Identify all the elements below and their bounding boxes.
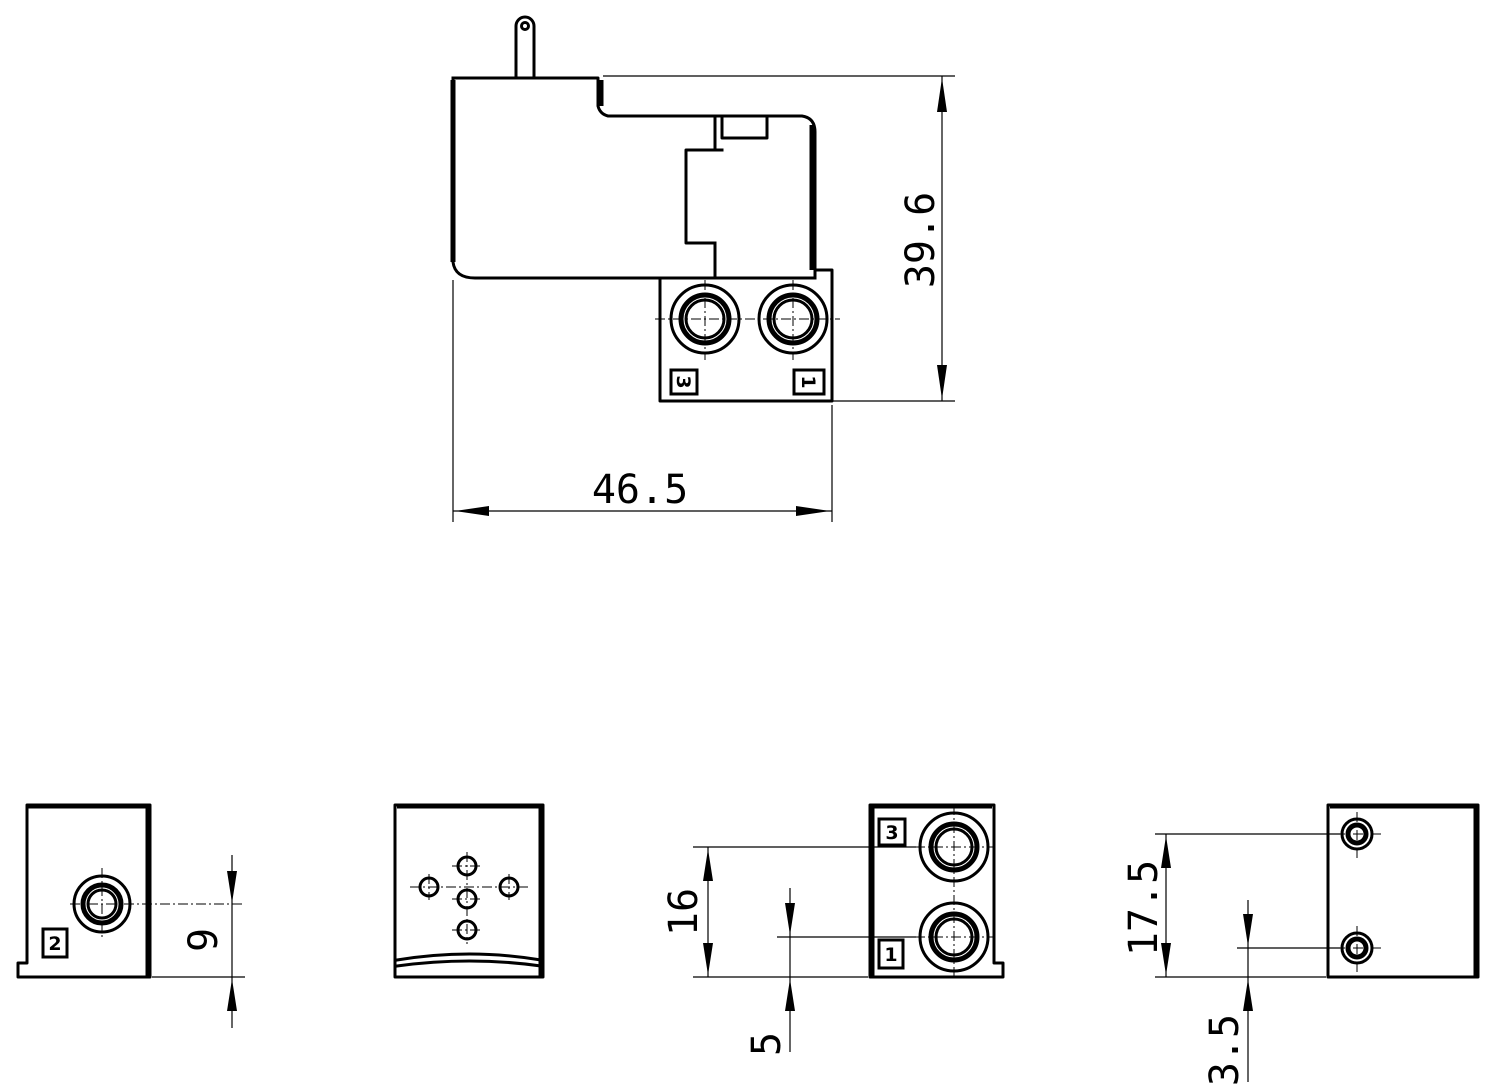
- port-3-label: 3: [669, 368, 699, 396]
- side-view-port-2: 2 9: [16, 803, 245, 1028]
- connector-pin: [514, 15, 536, 78]
- dimension-hole-offset-value: 3.5: [1202, 1014, 1248, 1086]
- dimension-hole-offset: 3.5: [1202, 900, 1340, 1086]
- svg-text:3: 3: [672, 375, 694, 388]
- dimension-port-1-offset-value: 5: [744, 1032, 790, 1056]
- coil-label-block: [720, 114, 769, 140]
- dimension-port-pitch-value: 16: [661, 888, 707, 936]
- dimension-port-2-offset-value: 9: [181, 928, 227, 952]
- dimension-port-pitch: 16: [661, 846, 916, 978]
- side-view-ports-1-3: 3 1 16 5: [661, 803, 1005, 1056]
- svg-text:3: 3: [885, 822, 898, 844]
- valve-base-block: [658, 268, 834, 403]
- dimension-port-1-offset: 5: [744, 888, 916, 1056]
- top-view: 3 1 39.6 46.5: [450, 15, 955, 522]
- dimension-port-2-offset: 9: [152, 855, 245, 1028]
- dimension-height-value: 39.6: [898, 192, 944, 288]
- svg-text:1: 1: [884, 944, 897, 966]
- port-1-label: 1: [792, 368, 826, 396]
- dimension-width-value: 46.5: [592, 467, 688, 513]
- dimension-height: 39.6: [603, 75, 955, 402]
- coil-body-outline: [451, 76, 817, 280]
- bottom-view-mounting: 17.5 3.5: [1121, 803, 1480, 1086]
- dimension-hole-pitch-value: 17.5: [1121, 860, 1167, 956]
- svg-text:1: 1: [797, 375, 819, 388]
- port-3-label-side: 3: [877, 817, 907, 847]
- dimension-width: 46.5: [452, 280, 833, 522]
- port-2-label: 2: [41, 927, 69, 959]
- port-1-label-side: 1: [877, 938, 905, 970]
- svg-text:2: 2: [48, 933, 61, 955]
- end-view-connector: [393, 803, 545, 979]
- dimension-hole-pitch: 17.5: [1121, 833, 1340, 978]
